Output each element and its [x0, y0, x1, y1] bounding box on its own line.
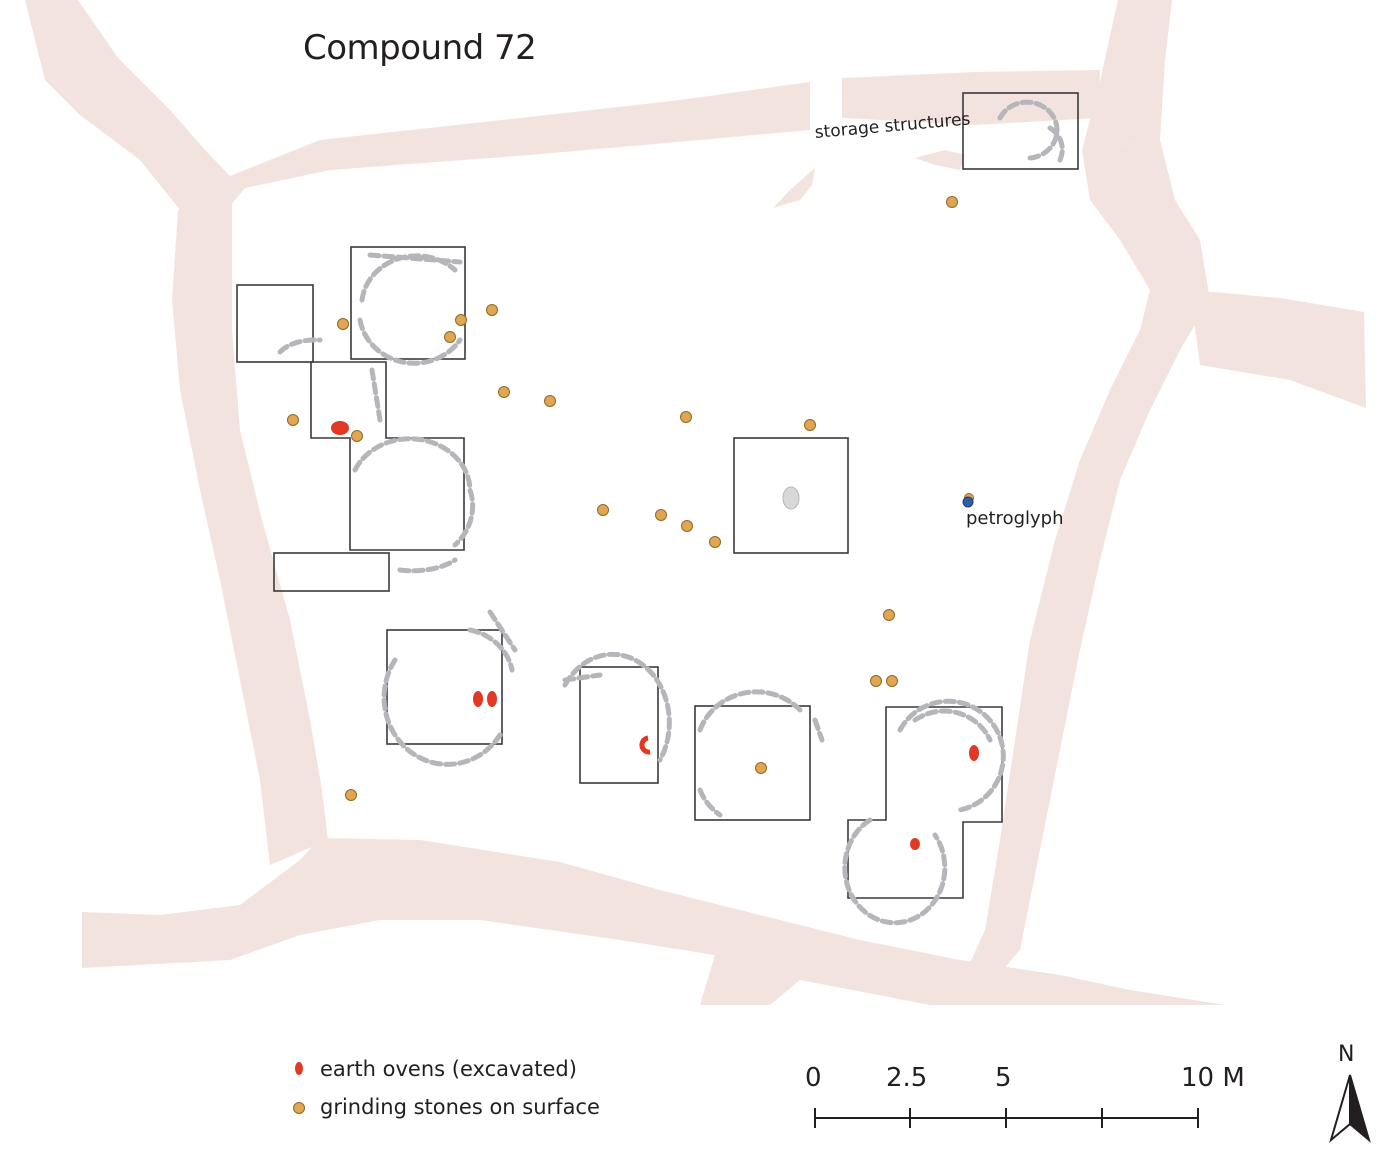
wall-sw-2: [562, 651, 672, 763]
wall-west-large: [352, 436, 476, 574]
oven-se-lower: [910, 838, 920, 850]
grinding-stone: [946, 196, 958, 208]
grinding-stone: [287, 414, 299, 426]
oven-icon: [288, 1058, 310, 1080]
grinding-stone: [804, 419, 816, 431]
grinding-stone: [455, 314, 467, 326]
path-west: [172, 196, 328, 865]
path-east: [960, 140, 1210, 985]
unit-west-oven: [310, 361, 465, 551]
oven-se-upper: [969, 745, 979, 761]
grinding-stone: [486, 304, 498, 316]
grinding-stones: [287, 196, 974, 801]
unit-sw-3: [694, 705, 811, 821]
storage-wedge-2: [915, 150, 965, 170]
wall-storage-2: [1047, 125, 1065, 163]
petroglyph-label: petroglyph: [966, 508, 1064, 529]
grinding-stone: [680, 411, 692, 423]
grinding-stone: [655, 509, 667, 521]
wall-storage: [997, 99, 1060, 161]
grinding-stone: [755, 762, 767, 774]
scale-label-0: 0: [805, 1063, 822, 1093]
grinding-stone: [337, 318, 349, 330]
storage-wedge: [773, 168, 815, 208]
grinding-stone: [544, 395, 556, 407]
oven-sw2: [639, 735, 651, 755]
wall-se-lower: [842, 817, 948, 926]
unit-west-strip: [273, 552, 390, 592]
stone-walls: [277, 99, 1065, 926]
grinding-stone: [345, 789, 357, 801]
path-northeast: [1082, 0, 1172, 150]
oven-sw1-b: [487, 691, 497, 707]
grinding-stone-icon: [288, 1096, 310, 1118]
oven-west: [331, 421, 349, 435]
grinding-stone: [886, 675, 898, 687]
center-feature: [782, 486, 800, 510]
wall-nw-large: [357, 252, 463, 366]
path-northwest: [25, 0, 810, 230]
grinding-stone: [883, 609, 895, 621]
wall-se-upper: [897, 698, 1006, 813]
legend-label: earth ovens (excavated): [320, 1057, 577, 1081]
earth-ovens: [331, 421, 979, 850]
unit-sw-1: [386, 629, 503, 745]
grinding-stone: [681, 520, 693, 532]
grinding-stone: [498, 386, 510, 398]
excavation-units: [236, 92, 1079, 899]
scale-label-2-5: 2.5: [886, 1063, 928, 1093]
unit-storage-ne: [962, 92, 1079, 170]
grinding-stone: [870, 675, 882, 687]
north-arrow-icon: [1329, 1074, 1371, 1143]
scale-label-5: 5: [995, 1063, 1012, 1093]
wall-sw-1: [381, 609, 518, 767]
legend-item-earth-ovens: earth ovens (excavated): [288, 1054, 577, 1084]
unit-sw-2: [579, 666, 659, 784]
scale-bar: [814, 1108, 1199, 1128]
legend-label: grinding stones on surface: [320, 1095, 600, 1119]
oven-sw1-a: [473, 691, 483, 707]
path-east-branch: [1190, 290, 1366, 408]
grinding-stone: [709, 536, 721, 548]
legend-item-grinding-stones: grinding stones on surface: [288, 1092, 600, 1122]
scale-label-10: 10 M: [1181, 1063, 1245, 1093]
legend: earth ovens (excavated) grinding stones …: [288, 1050, 648, 1130]
wall-nw-small: [277, 337, 323, 355]
grinding-stone: [444, 331, 456, 343]
map-title: Compound 72: [303, 28, 537, 68]
grinding-stone: [351, 430, 363, 442]
north-label: N: [1338, 1042, 1355, 1067]
petroglyph-marker: [962, 496, 974, 508]
paths: [25, 0, 1366, 1005]
unit-nw-large: [350, 246, 466, 360]
path-north: [842, 70, 1100, 125]
path-south: [82, 838, 1225, 1005]
unit-center: [733, 437, 849, 554]
wall-west-oven: [369, 367, 383, 423]
wall-sw-3: [697, 689, 825, 818]
grinding-stone: [597, 504, 609, 516]
unit-nw-small: [236, 284, 314, 363]
